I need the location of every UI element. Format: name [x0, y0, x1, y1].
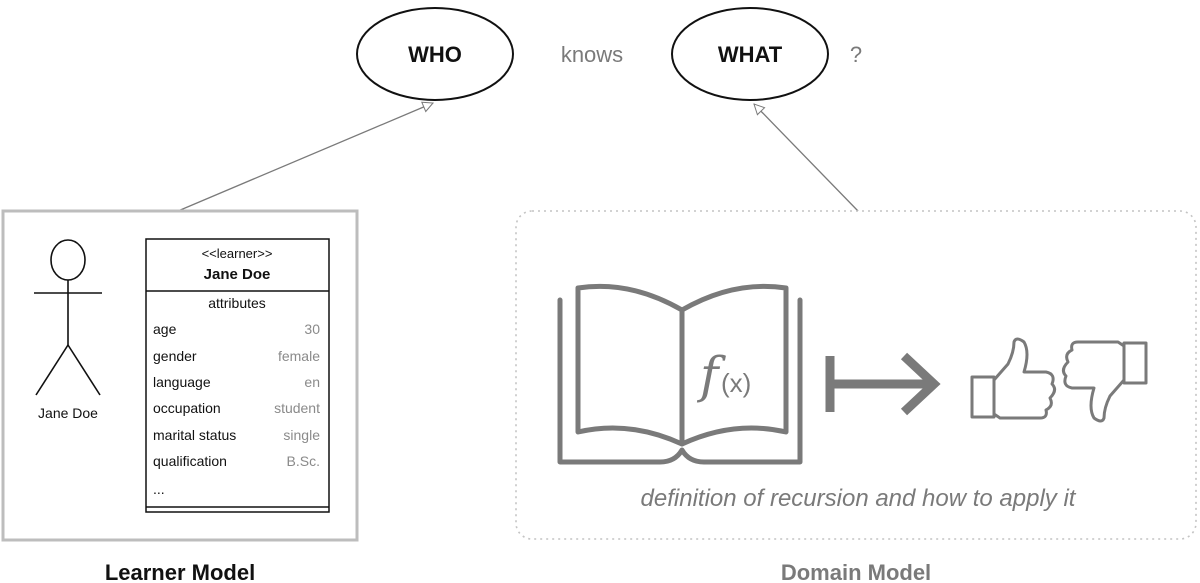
- what-node: WHAT: [671, 7, 829, 101]
- knows-label: knows: [561, 42, 623, 67]
- domain-caption: definition of recursion and how to apply…: [641, 485, 1077, 512]
- attributes-ellipsis: ...: [153, 481, 165, 497]
- actor-label: Jane Doe: [38, 405, 98, 421]
- attribute-key: occupation: [153, 400, 221, 416]
- attribute-row: gender female: [153, 348, 320, 364]
- attribute-row: qualification B.Sc.: [153, 453, 320, 469]
- attribute-row: occupation student: [153, 400, 320, 416]
- attribute-value: B.Sc.: [287, 453, 320, 469]
- book-icon: [557, 283, 803, 465]
- who-label: WHO: [408, 42, 462, 67]
- attribute-value: female: [278, 348, 320, 364]
- maps-to-arrow-icon: [825, 352, 941, 416]
- class-name: Jane Doe: [204, 266, 271, 283]
- domain-model-panel: f (x) definition of recursion and how to…: [515, 210, 1197, 540]
- attributes-heading: attributes: [208, 295, 266, 311]
- attribute-row: marital status single: [153, 427, 320, 443]
- class-stereotype: <<learner>>: [202, 246, 273, 261]
- attribute-key: language: [153, 374, 211, 390]
- attribute-value: student: [274, 400, 320, 416]
- book-function-argument: (x): [721, 368, 751, 398]
- attribute-value: single: [283, 427, 320, 443]
- attribute-key: qualification: [153, 453, 227, 469]
- thumbs-up-icon: [970, 337, 1057, 420]
- what-connector: [754, 104, 859, 212]
- who-connector: [177, 103, 433, 212]
- actor-icon: [34, 239, 102, 396]
- attribute-row: age 30: [153, 321, 320, 337]
- who-node: WHO: [356, 7, 514, 101]
- attribute-value: 30: [304, 321, 320, 337]
- thumbs-down-icon: [1061, 340, 1148, 423]
- learner-model-panel: Jane Doe <<learner>> Jane Doe attributes…: [1, 209, 359, 542]
- attribute-key: marital status: [153, 427, 236, 443]
- attribute-value: en: [304, 374, 320, 390]
- question-mark: ?: [850, 42, 862, 67]
- what-label: WHAT: [718, 42, 783, 67]
- learner-class-box: <<learner>> Jane Doe attributes age 30 g…: [145, 238, 330, 513]
- learner-model-title: Learner Model: [105, 560, 255, 583]
- domain-model-title: Domain Model: [781, 560, 931, 583]
- attribute-row: language en: [153, 374, 320, 390]
- attribute-key: age: [153, 321, 177, 337]
- attribute-key: gender: [153, 348, 197, 364]
